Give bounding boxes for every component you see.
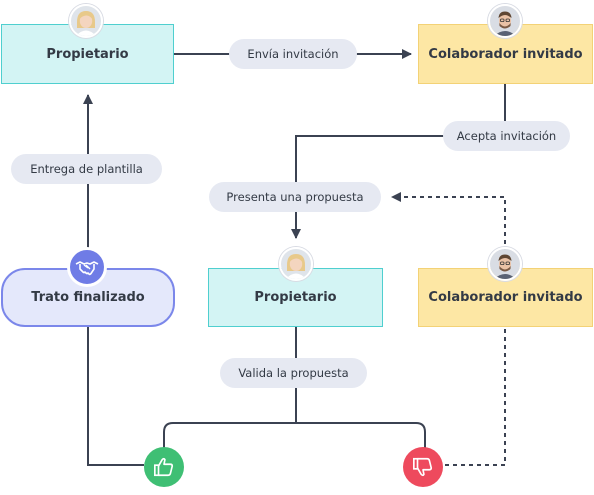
collaborator-node-mid-label: Colaborador invitado: [428, 290, 582, 305]
label-sends-invite: Envía invitación: [229, 39, 357, 69]
label-accepts-invite: Acepta invitación: [443, 121, 570, 151]
deal-node-label: Trato finalizado: [31, 290, 144, 305]
owner-node-top-label: Propietario: [46, 47, 128, 62]
collaborator-node-top-label: Colaborador invitado: [428, 47, 582, 62]
label-presents-proposal: Presenta una propuesta: [209, 182, 381, 212]
connector-split: [164, 423, 425, 448]
label-validates-proposal: Valida la propuesta: [220, 358, 367, 388]
label-delivers-template: Entrega de plantilla: [11, 154, 162, 184]
female-avatar-icon: [279, 247, 313, 281]
connector-rejected: [445, 327, 505, 465]
handshake-icon: [67, 247, 107, 287]
connector-approved: [88, 327, 144, 465]
male-avatar-icon: [488, 4, 522, 38]
thumbs-down-icon[interactable]: [403, 447, 443, 487]
owner-node-mid-label: Propietario: [254, 290, 336, 305]
female-avatar-icon: [69, 4, 103, 38]
connector-accept: [296, 84, 505, 238]
male-avatar-icon: [488, 247, 522, 281]
thumbs-up-icon[interactable]: [144, 447, 184, 487]
